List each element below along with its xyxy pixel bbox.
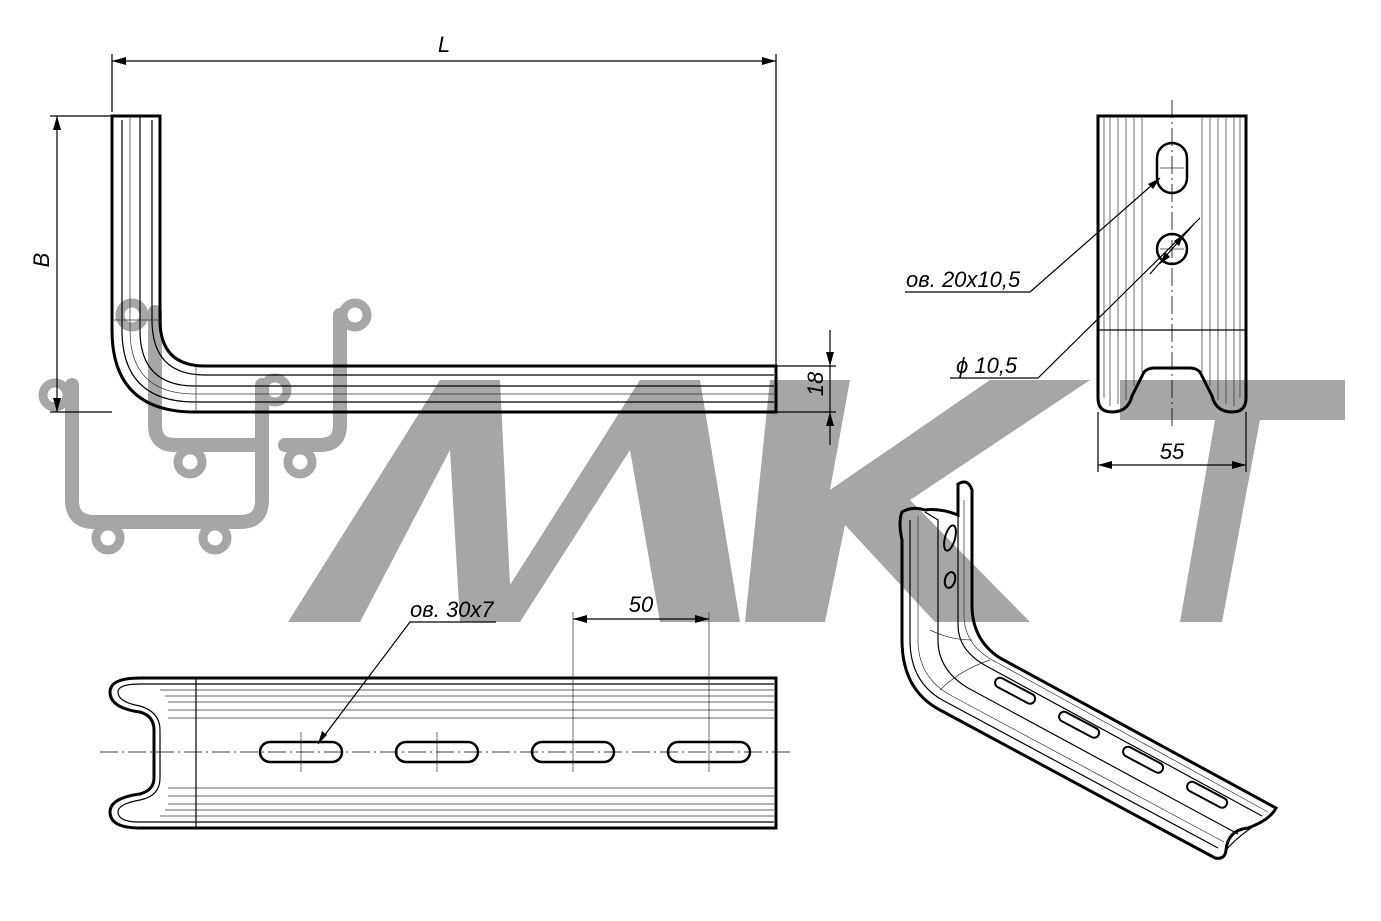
isometric-view <box>898 480 1278 860</box>
side-view: L B 18 <box>29 32 836 445</box>
slot-bottom-label: ов. 30х7 <box>410 597 494 622</box>
width-label: 55 <box>1160 439 1185 464</box>
height-label: B <box>29 253 54 268</box>
thickness-label: 18 <box>803 371 828 396</box>
cable-tray-icon <box>38 298 372 555</box>
slot-top-label: ов. 20х10,5 <box>906 267 1021 292</box>
pitch-label: 50 <box>629 592 654 617</box>
hole-label: ϕ 10,5 <box>956 353 1018 378</box>
watermark-letter-t <box>1120 380 1345 622</box>
plan-view: 50 ов. 30х7 <box>100 592 790 830</box>
length-label: L <box>438 32 450 57</box>
watermark-letter-m <box>288 380 740 622</box>
watermark-letter-k <box>745 380 1090 622</box>
end-view: ов. 20х10,5 ϕ 10,5 55 <box>905 100 1248 472</box>
watermark-logo <box>38 298 1345 622</box>
